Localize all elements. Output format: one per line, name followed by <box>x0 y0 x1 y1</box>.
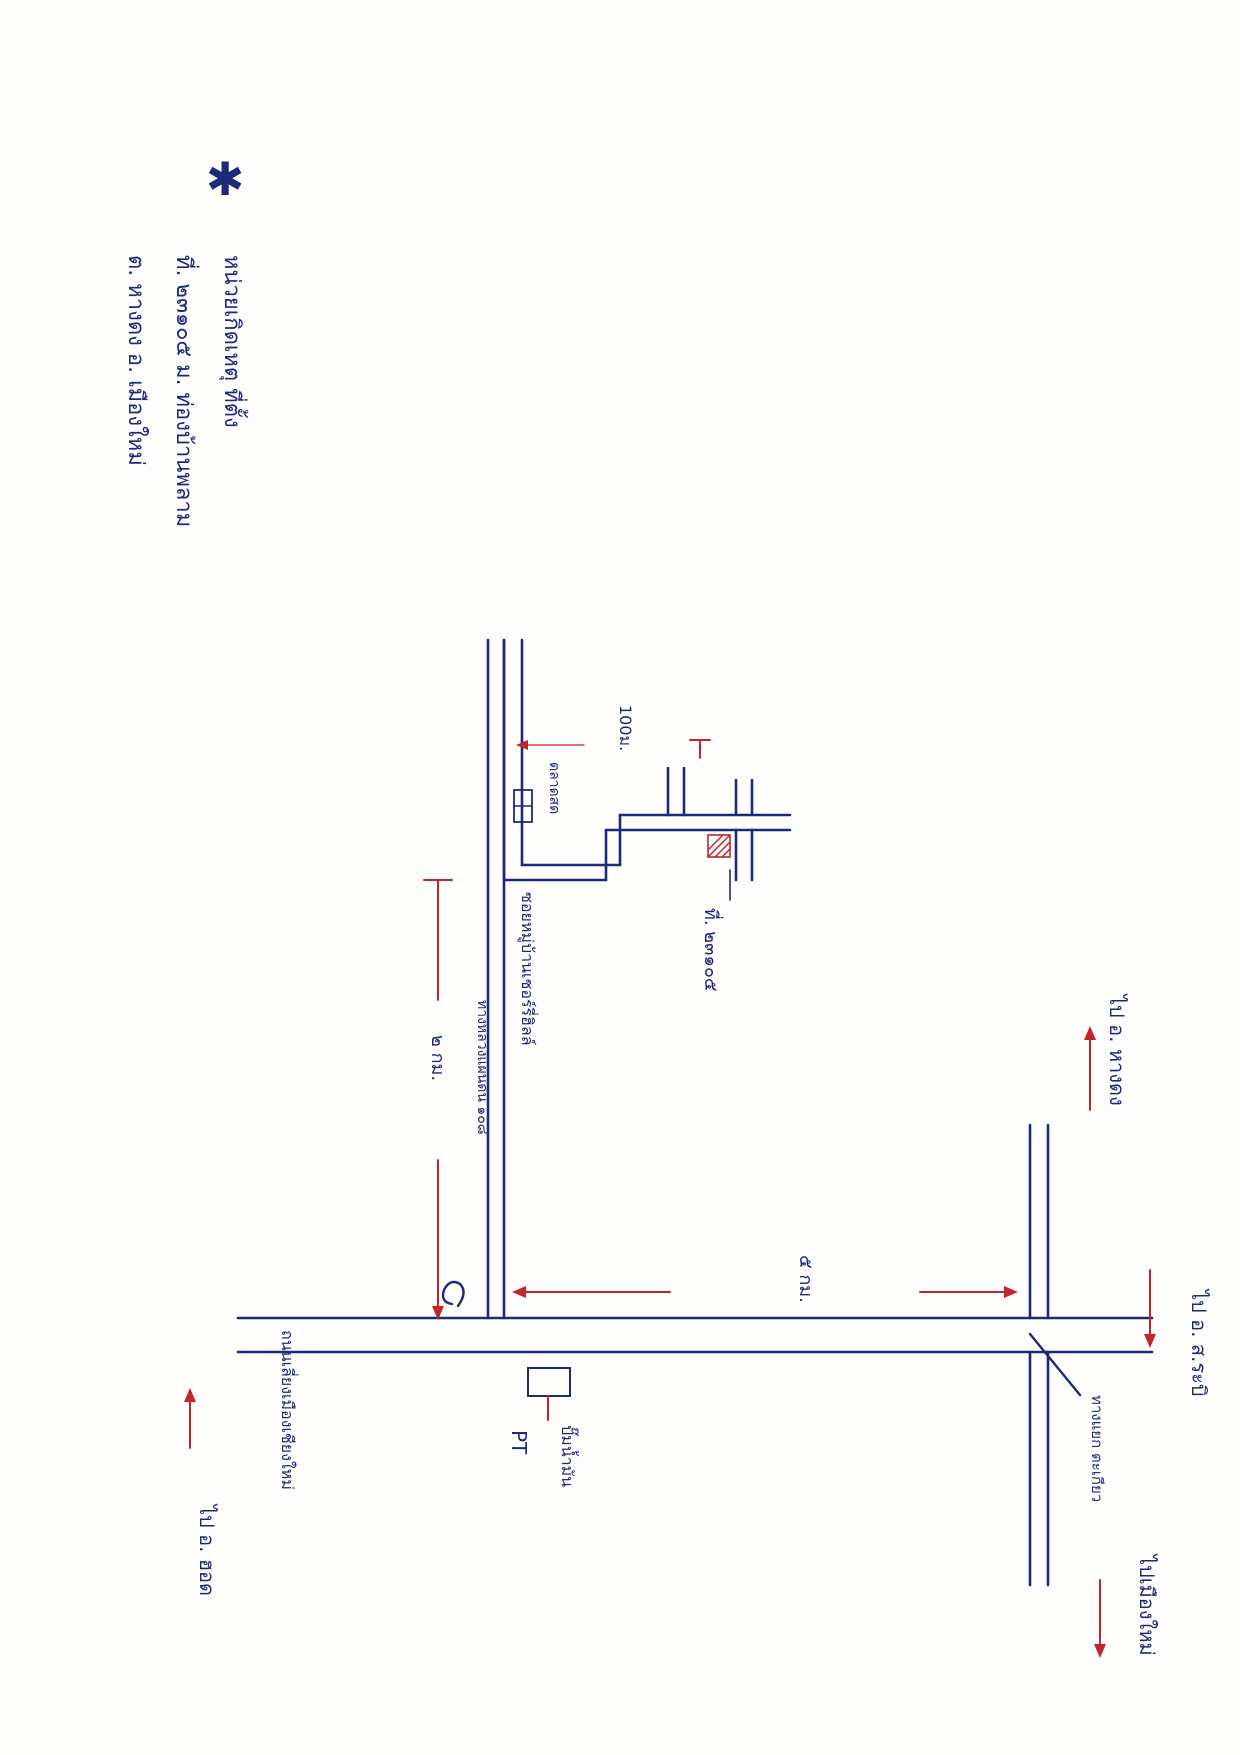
svg-text:ที่. ๒๓๑๐๕ ม. ท่องบ้านพลาม: ที่. ๒๓๑๐๕ ม. ท่องบ้านพลาม <box>171 255 200 527</box>
target-house-marker <box>707 834 731 901</box>
junction-road <box>1028 1123 1050 1587</box>
svg-text:ไป อ. หางดง: ไป อ. หางดง <box>1105 993 1129 1106</box>
arrow-to-hangdong <box>1084 1026 1096 1111</box>
label-to-hangdong: ไป อ. หางดง <box>1105 993 1129 1106</box>
svg-text:ไป อ. ส.ระบิ: ไป อ. ส.ระบิ <box>1187 1288 1211 1397</box>
label-highway: ทางหลวงแผ่นดิน ๑๐๘ <box>474 1000 490 1135</box>
svg-text:100ม.: 100ม. <box>616 705 635 751</box>
svg-text:๒ กม.: ๒ กม. <box>427 1035 448 1081</box>
soi-road <box>502 638 792 882</box>
label-gas-brand: PT <box>507 1430 531 1455</box>
label-gas-station: ปั๊มน้ำมัน <box>558 1425 579 1487</box>
label-distance-100m: 100ม. <box>616 705 635 751</box>
gas-station-marker <box>527 1367 571 1421</box>
label-soi-name: ซอยหมู่บ้านเชอร์รี่ฮิลล์ <box>517 892 539 1046</box>
svg-text:หน่วยเกิดเหตุ ที่ตั้ง: หน่วยเกิดเหตุ ที่ตั้ง <box>219 255 248 428</box>
svg-text:ซอยหมู่บ้านเชอร์รี่ฮิลล์: ซอยหมู่บ้านเชอร์รี่ฮิลล์ <box>517 892 539 1046</box>
label-house-number: ที่. ๒๓๑๐๕ <box>700 908 724 992</box>
svg-text:ทางหลวงแผ่นดิน ๑๐๘: ทางหลวงแผ่นดิน ๑๐๘ <box>474 1000 490 1135</box>
market-marker <box>513 789 533 823</box>
junction-marker <box>1028 1332 1082 1397</box>
label-outer-ring-road: ถนนเลี่ยงเมืองเชียงใหม่ <box>278 1330 299 1490</box>
arrow-to-city <box>1094 1579 1106 1658</box>
label-distance-5km: ๕ กม. <box>795 1255 816 1303</box>
arrow-to-hot <box>184 1388 196 1449</box>
label-junction: ทางแยก ตะเกียว <box>1088 1395 1106 1502</box>
label-to-hot: ไป อ. ฮอด <box>195 1503 219 1596</box>
svg-text:ไป อ. ฮอด: ไป อ. ฮอด <box>195 1503 219 1596</box>
header-address-line2: ต. หางดง อ. เมืองใหม่ <box>123 255 149 466</box>
road-number-mark <box>441 1280 465 1308</box>
svg-text:ตลาดสด: ตลาดสด <box>546 762 562 814</box>
arrow-distance-100m <box>516 739 711 759</box>
arrow-distance-2km <box>423 879 453 1320</box>
svg-text:ปั๊มน้ำมัน: ปั๊มน้ำมัน <box>558 1425 579 1487</box>
arrow-to-saraphi <box>1144 1269 1156 1348</box>
outer-ring-road <box>236 1316 1154 1354</box>
svg-text:ต. หางดง อ. เมืองใหม่: ต. หางดง อ. เมืองใหม่ <box>123 255 149 466</box>
svg-text:ถนนเลี่ยงเมืองเชียงใหม่: ถนนเลี่ยงเมืองเชียงใหม่ <box>278 1330 299 1490</box>
svg-text:PT: PT <box>507 1430 531 1455</box>
star-symbol: ✱ <box>206 152 245 206</box>
header-address-line1: ที่. ๒๓๑๐๕ ม. ท่องบ้านพลาม <box>171 255 200 527</box>
label-distance-2km: ๒ กม. <box>427 1035 448 1081</box>
label-market: ตลาดสด <box>546 762 562 814</box>
svg-text:๕ กม.: ๕ กม. <box>795 1255 816 1303</box>
svg-text:ที่. ๒๓๑๐๕: ที่. ๒๓๑๐๕ <box>700 908 724 992</box>
svg-text:ไปเมืองใหม่: ไปเมืองใหม่ <box>1135 1553 1159 1656</box>
header-title: หน่วยเกิดเหตุ ที่ตั้ง <box>219 255 248 428</box>
highway-road <box>486 638 506 1320</box>
label-to-saraphi: ไป อ. ส.ระบิ <box>1187 1288 1211 1397</box>
svg-text:ทางแยก ตะเกียว: ทางแยก ตะเกียว <box>1088 1395 1106 1502</box>
arrow-distance-5km <box>512 1286 1018 1298</box>
label-to-city: ไปเมืองใหม่ <box>1135 1553 1159 1656</box>
